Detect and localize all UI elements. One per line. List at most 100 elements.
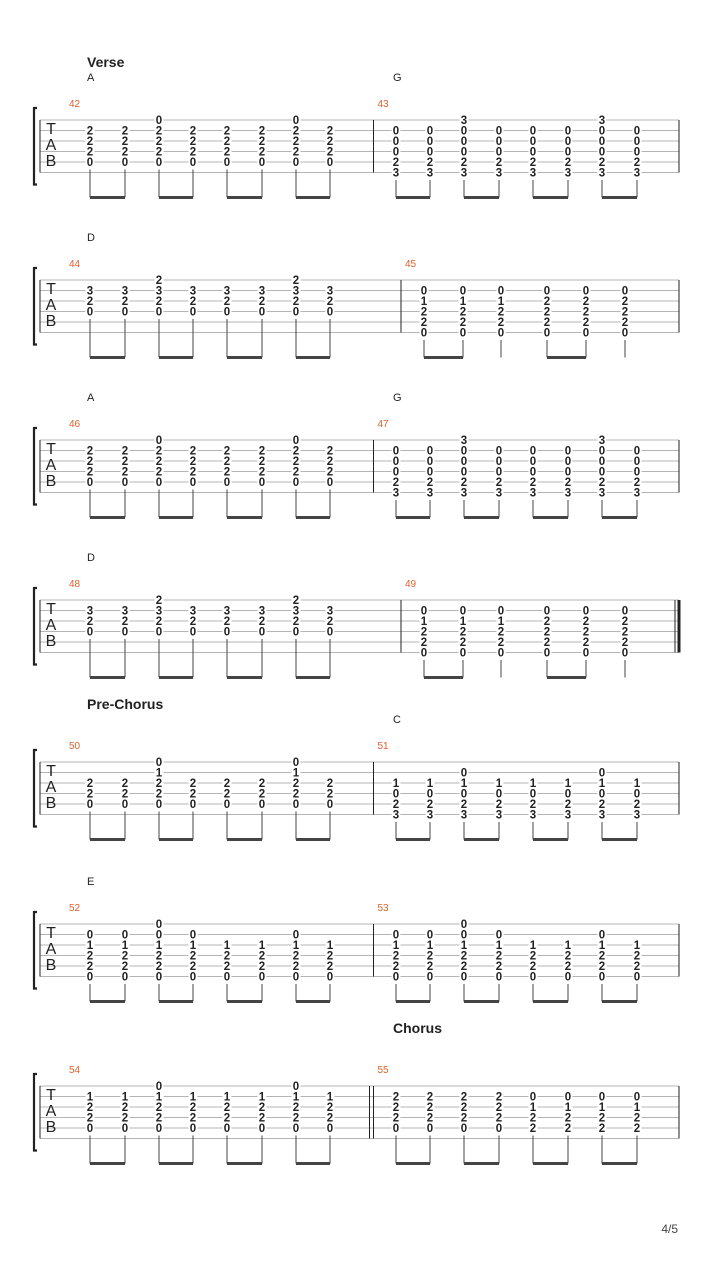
fret-number: 0: [293, 1123, 299, 1135]
fret-bg: [391, 168, 401, 178]
fret-bg: [257, 972, 267, 982]
fret-number: 0: [190, 930, 196, 942]
fret-bg: [542, 328, 552, 338]
fret-bg: [542, 616, 552, 627]
fret-number: 0: [327, 307, 333, 319]
fret-number: 3: [293, 286, 299, 298]
fret-bg: [85, 616, 95, 627]
fret-number: 2: [327, 296, 333, 308]
fret-bg: [542, 648, 552, 658]
fret-number: 2: [530, 1123, 536, 1135]
fret-bg: [459, 446, 469, 456]
measure-number: 42: [69, 99, 81, 110]
fret-bg: [632, 157, 642, 168]
fret-number: 0: [544, 328, 550, 340]
fret-bg: [459, 488, 469, 498]
fret-number: 2: [259, 467, 265, 479]
fret-bg: [188, 606, 198, 616]
fret-number: 0: [530, 972, 536, 984]
fret-number: 1: [496, 778, 503, 790]
fret-number: 2: [87, 616, 93, 628]
fret-bg: [291, 435, 301, 446]
fret-bg: [325, 961, 335, 972]
fret-bg: [563, 1113, 573, 1123]
fret-number: 0: [393, 467, 399, 479]
fret-number: 0: [583, 648, 589, 660]
fret-number: 0: [461, 467, 467, 479]
fret-number: 0: [122, 799, 128, 811]
fret-number: 0: [599, 467, 605, 479]
fret-bg: [494, 930, 504, 940]
fret-number: 2: [544, 616, 550, 628]
fret-bg: [120, 799, 130, 810]
fret-number: 2: [156, 126, 162, 138]
fret-bg: [120, 456, 130, 467]
fret-bg: [188, 930, 198, 940]
fret-bg: [528, 1113, 538, 1123]
fret-bg: [325, 778, 335, 789]
fret-number: 2: [634, 477, 640, 489]
fret-bg: [632, 168, 642, 178]
fret-bg: [291, 136, 301, 147]
fret-number: 1: [427, 940, 434, 952]
fret-number: 0: [460, 606, 466, 618]
fret-number: 3: [393, 168, 399, 180]
fret-number: 2: [122, 1102, 128, 1114]
fret-bg: [632, 467, 642, 477]
fret-bg: [459, 940, 469, 951]
fret-number: 2: [496, 1113, 502, 1125]
fret-number: 1: [496, 940, 503, 952]
fret-bg: [222, 1092, 232, 1102]
fret-number: 2: [259, 1102, 265, 1114]
fret-number: 2: [122, 446, 128, 458]
fret-number: 1: [565, 940, 572, 952]
fret-bg: [154, 595, 164, 606]
fret-bg: [257, 477, 267, 488]
fret-number: 2: [530, 157, 536, 169]
fret-number: 2: [393, 477, 399, 489]
fret-bg: [188, 136, 198, 147]
fret-bg: [257, 147, 267, 157]
fret-number: 3: [224, 606, 230, 618]
fret-number: 0: [530, 136, 536, 148]
fret-bg: [458, 286, 468, 296]
fret-number: 0: [87, 930, 93, 942]
fret-bg: [419, 296, 429, 307]
fret-bg: [85, 961, 95, 972]
fret-bg: [391, 789, 401, 799]
fret-bg: [291, 616, 301, 627]
fret-bg: [391, 961, 401, 972]
fret-bg: [85, 456, 95, 467]
fret-bg: [563, 1092, 573, 1102]
fret-number: 3: [634, 168, 640, 180]
fret-number: 3: [565, 168, 571, 180]
fret-number: 1: [530, 778, 537, 790]
fret-bg: [563, 168, 573, 178]
fret-number: 2: [530, 1113, 536, 1125]
fret-number: 2: [327, 961, 333, 973]
tab-clef-letter: T: [46, 601, 56, 618]
fret-bg: [154, 136, 164, 147]
measure-number: 52: [69, 903, 81, 914]
tab-clef-letter: T: [46, 281, 56, 298]
fret-bg: [222, 456, 232, 467]
fret-bg: [85, 307, 95, 317]
fret-bg: [425, 778, 435, 789]
fret-bg: [494, 168, 504, 178]
fret-number: 1: [461, 778, 468, 790]
fret-number: 2: [461, 799, 467, 811]
fret-bg: [459, 477, 469, 488]
fret-bg: [154, 799, 164, 810]
fret-bg: [425, 951, 435, 961]
fret-number: 1: [156, 768, 163, 780]
fret-bg: [419, 637, 429, 648]
fret-number: 0: [327, 477, 333, 489]
fret-number: 2: [190, 467, 196, 479]
fret-bg: [257, 467, 267, 477]
tab-clef-letter: A: [46, 137, 57, 154]
fret-number: 0: [461, 972, 467, 984]
fret-number: 3: [87, 606, 93, 618]
fret-bg: [291, 1102, 301, 1113]
fret-bg: [496, 307, 506, 317]
fret-bg: [458, 616, 468, 627]
